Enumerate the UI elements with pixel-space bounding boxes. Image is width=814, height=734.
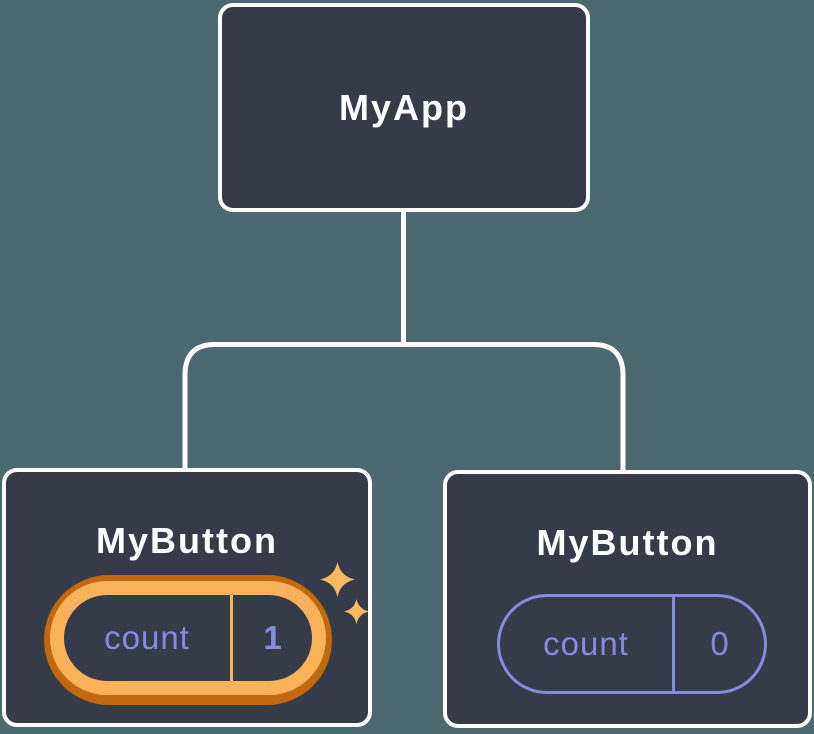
state-pill-plain: count 0 [497,594,767,694]
sparkle-icon [344,599,369,624]
state-value-cell: 0 [672,597,764,691]
state-value-cell: 1 [230,595,312,681]
state-highlight-ring-inner: count 1 [50,581,326,695]
node-mybutton-1: MyButton count 1 [2,468,372,727]
state-value-label: 1 [263,619,282,656]
state-pill-highlighted: count 1 [64,595,312,681]
node-myapp: MyApp [218,3,590,212]
node-myapp-label: MyApp [339,86,469,128]
sparkle-icon [320,562,355,597]
node-mybutton-2-label: MyButton [536,522,719,563]
state-key-label: count [104,619,190,656]
node-mybutton-2: MyButton count 0 [443,470,812,728]
connector-branch-to-children [182,342,626,472]
node-mybutton-1-label: MyButton [96,520,278,561]
state-key-label: count [543,625,629,662]
state-key-cell: count [500,597,672,691]
state-highlight-ring: count 1 [44,575,332,705]
state-key-cell: count [64,595,230,681]
state-value-label: 0 [710,625,729,662]
